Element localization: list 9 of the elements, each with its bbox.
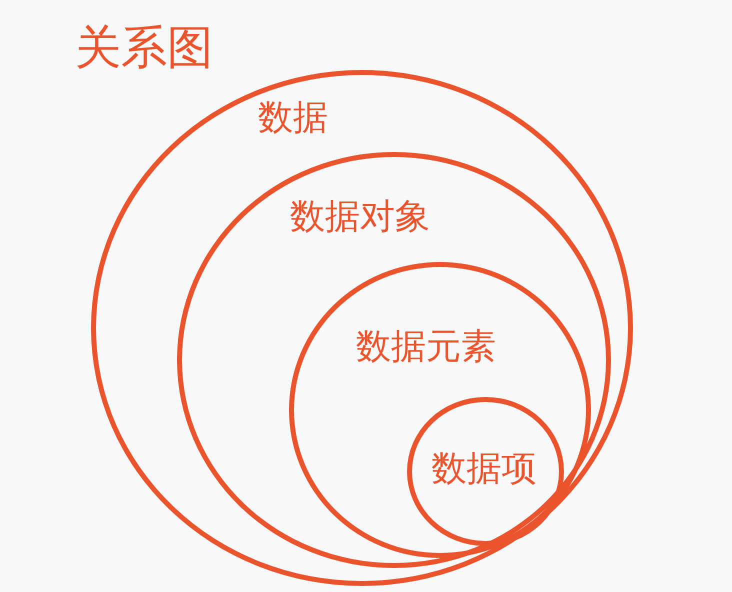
- circle: [289, 262, 591, 558]
- diagram-title: 关系图: [75, 22, 213, 73]
- circle-label: 数据元素: [356, 328, 496, 366]
- circle: [407, 397, 564, 546]
- circle: [177, 152, 611, 568]
- circle-label: 数据对象: [290, 198, 430, 236]
- circle-label: 数据项: [432, 450, 536, 488]
- circle: [91, 70, 633, 586]
- circle-label: 数据: [258, 98, 328, 138]
